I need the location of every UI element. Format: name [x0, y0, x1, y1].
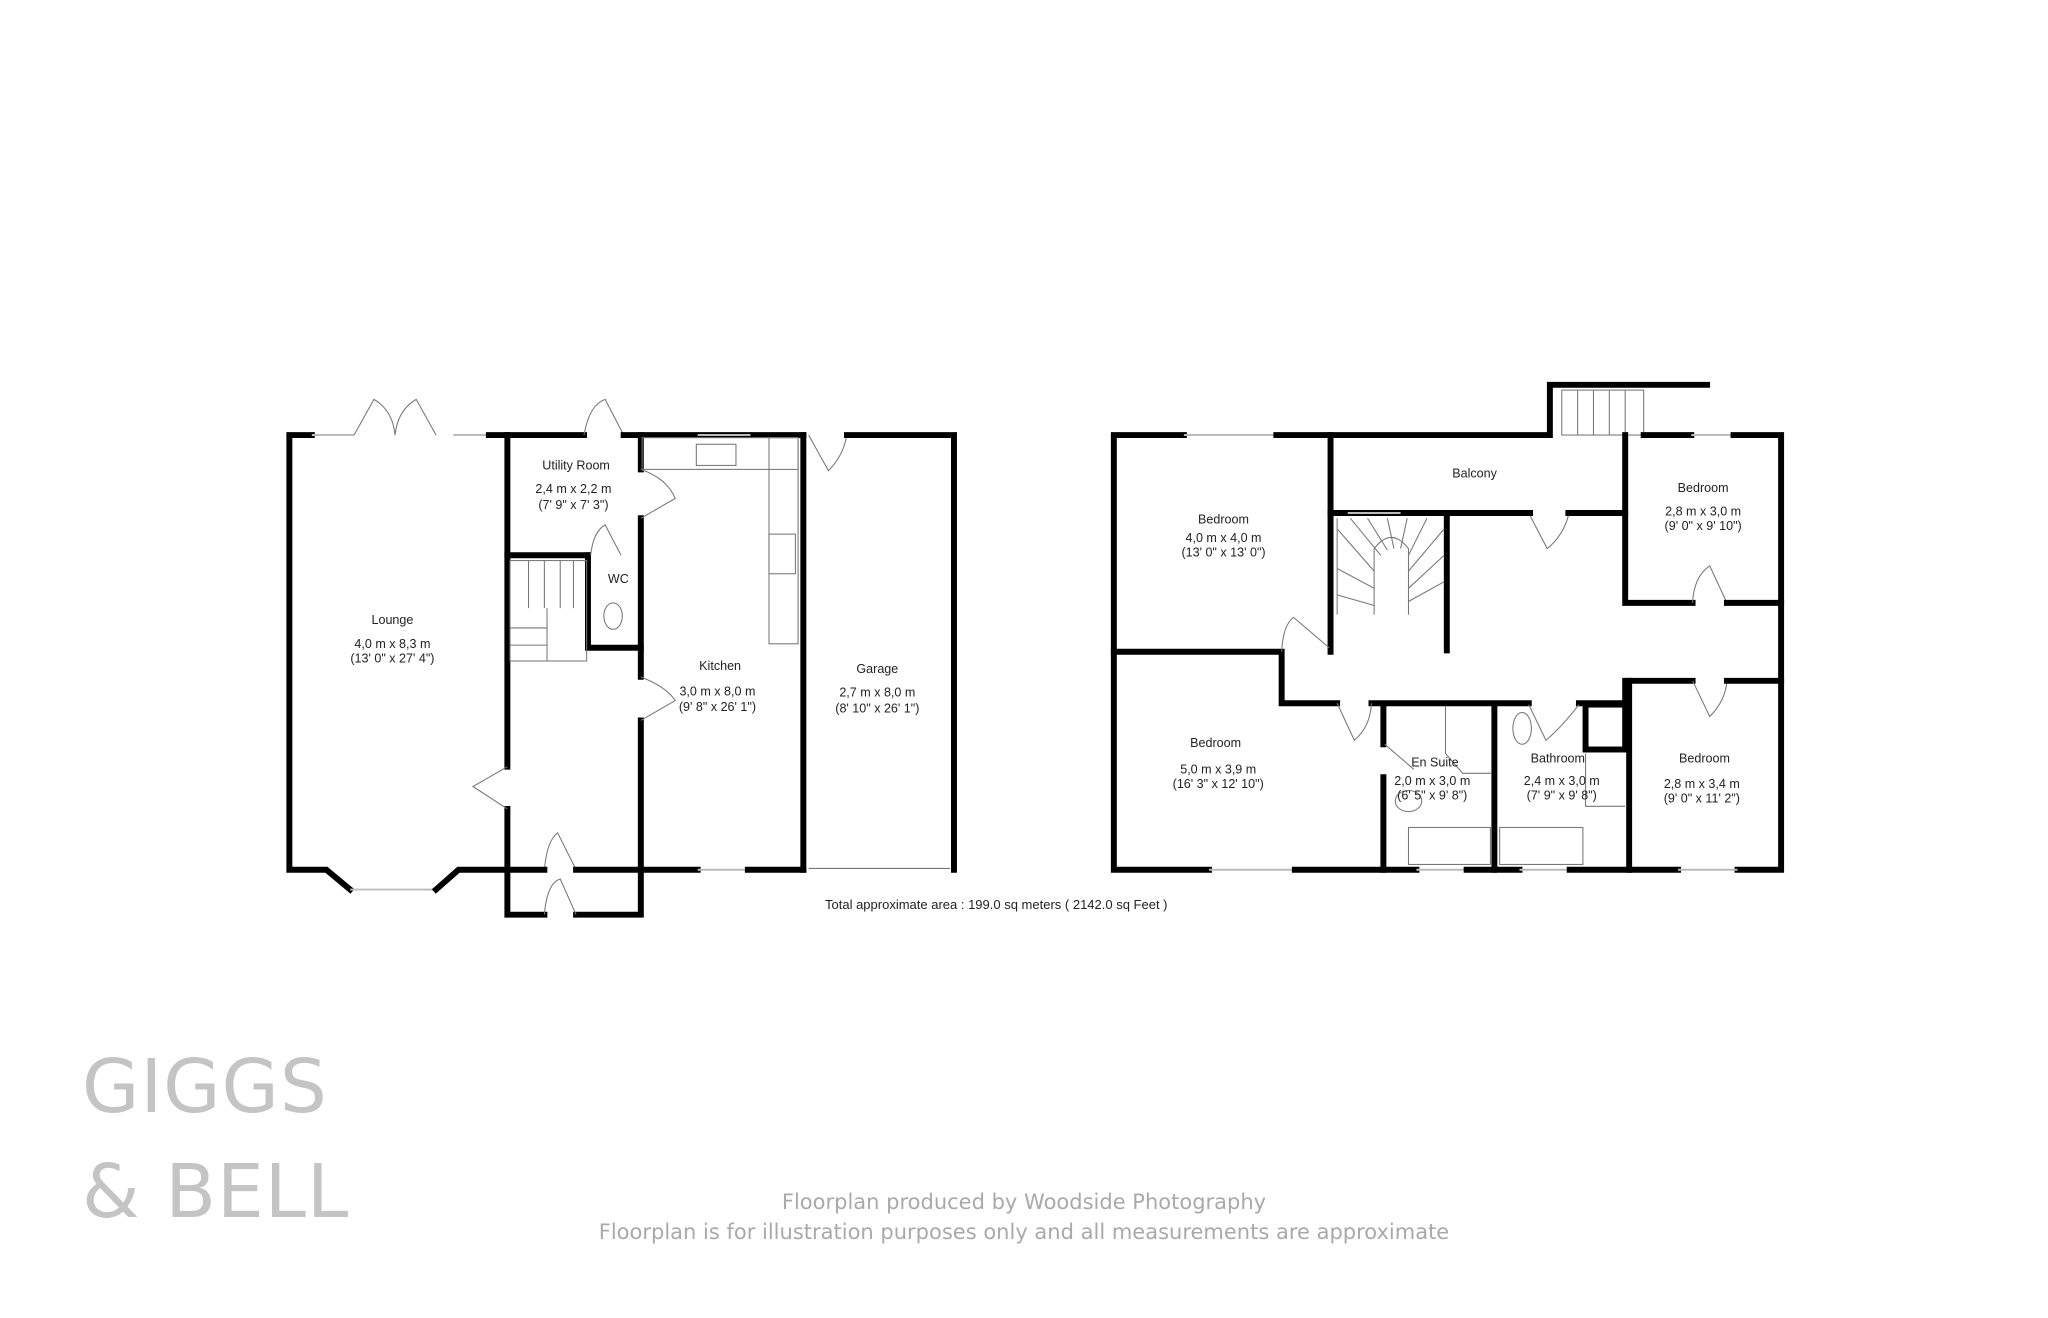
first-floor: [1110, 381, 1785, 873]
room-name: WC: [608, 572, 629, 586]
ground-floor: [286, 398, 957, 918]
room-name: Bathroom: [1531, 752, 1585, 766]
total-area: Total approximate area : 199.0 sq meters…: [825, 897, 1168, 912]
room-size-metric: 2,7 m x 8,0 m: [839, 686, 915, 700]
room-name: Bedroom: [1679, 752, 1730, 766]
room-size-metric: 2,4 m x 3,0 m: [1524, 774, 1600, 788]
room-name: Bedroom: [1198, 513, 1249, 527]
room-size-imperial: (7' 9" x 7' 3"): [538, 498, 608, 512]
room-size-metric: 2,4 m x 2,2 m: [535, 482, 611, 496]
room-size-imperial: (6' 5" x 9' 8"): [1397, 789, 1467, 803]
room-name: Balcony: [1452, 466, 1497, 480]
room-name: Utility Room: [542, 458, 610, 472]
room-name: En Suite: [1411, 756, 1458, 770]
room-size-metric: 2,8 m x 3,4 m: [1664, 777, 1740, 791]
room-size-imperial: (7' 9" x 9' 8"): [1527, 789, 1597, 803]
room-name: Kitchen: [699, 659, 741, 673]
footer-credit: Floorplan produced by Woodside Photograp…: [781, 1190, 1267, 1214]
room-size-imperial: (13' 0" x 27' 4"): [350, 651, 434, 665]
brand-logo-line2: & BELL: [82, 1149, 350, 1235]
brand-logo-line1: GIGGS: [82, 1044, 328, 1130]
room-name: Bedroom: [1678, 481, 1729, 495]
room-size-imperial: (9' 0" x 11' 2"): [1664, 791, 1740, 805]
room-size-metric: 4,0 m x 8,3 m: [354, 637, 430, 651]
room-size-imperial: (9' 0" x 9' 10"): [1665, 519, 1742, 533]
room-size-metric: 5,0 m x 3,9 m: [1180, 762, 1256, 776]
room-name: Lounge: [371, 613, 413, 627]
footer-disclaimer: Floorplan is for illustration purposes o…: [598, 1220, 1450, 1244]
room-size-imperial: (16' 3" x 12' 10"): [1173, 777, 1264, 791]
room-size-imperial: (8' 10" x 26' 1"): [835, 702, 919, 716]
room-size-metric: 4,0 m x 4,0 m: [1186, 531, 1262, 545]
room-size-imperial: (9' 8" x 26' 1"): [679, 700, 756, 714]
room-name: Bedroom: [1190, 736, 1241, 750]
room-size-metric: 3,0 m x 8,0 m: [679, 684, 755, 698]
room-size-metric: 2,0 m x 3,0 m: [1394, 774, 1470, 788]
room-name: Garage: [856, 662, 898, 676]
room-size-imperial: (13' 0" x 13' 0"): [1181, 546, 1265, 560]
room-labels: Lounge 4,0 m x 8,3 m (13' 0" x 27' 4") U…: [350, 458, 1741, 805]
room-size-metric: 2,8 m x 3,0 m: [1665, 505, 1741, 519]
